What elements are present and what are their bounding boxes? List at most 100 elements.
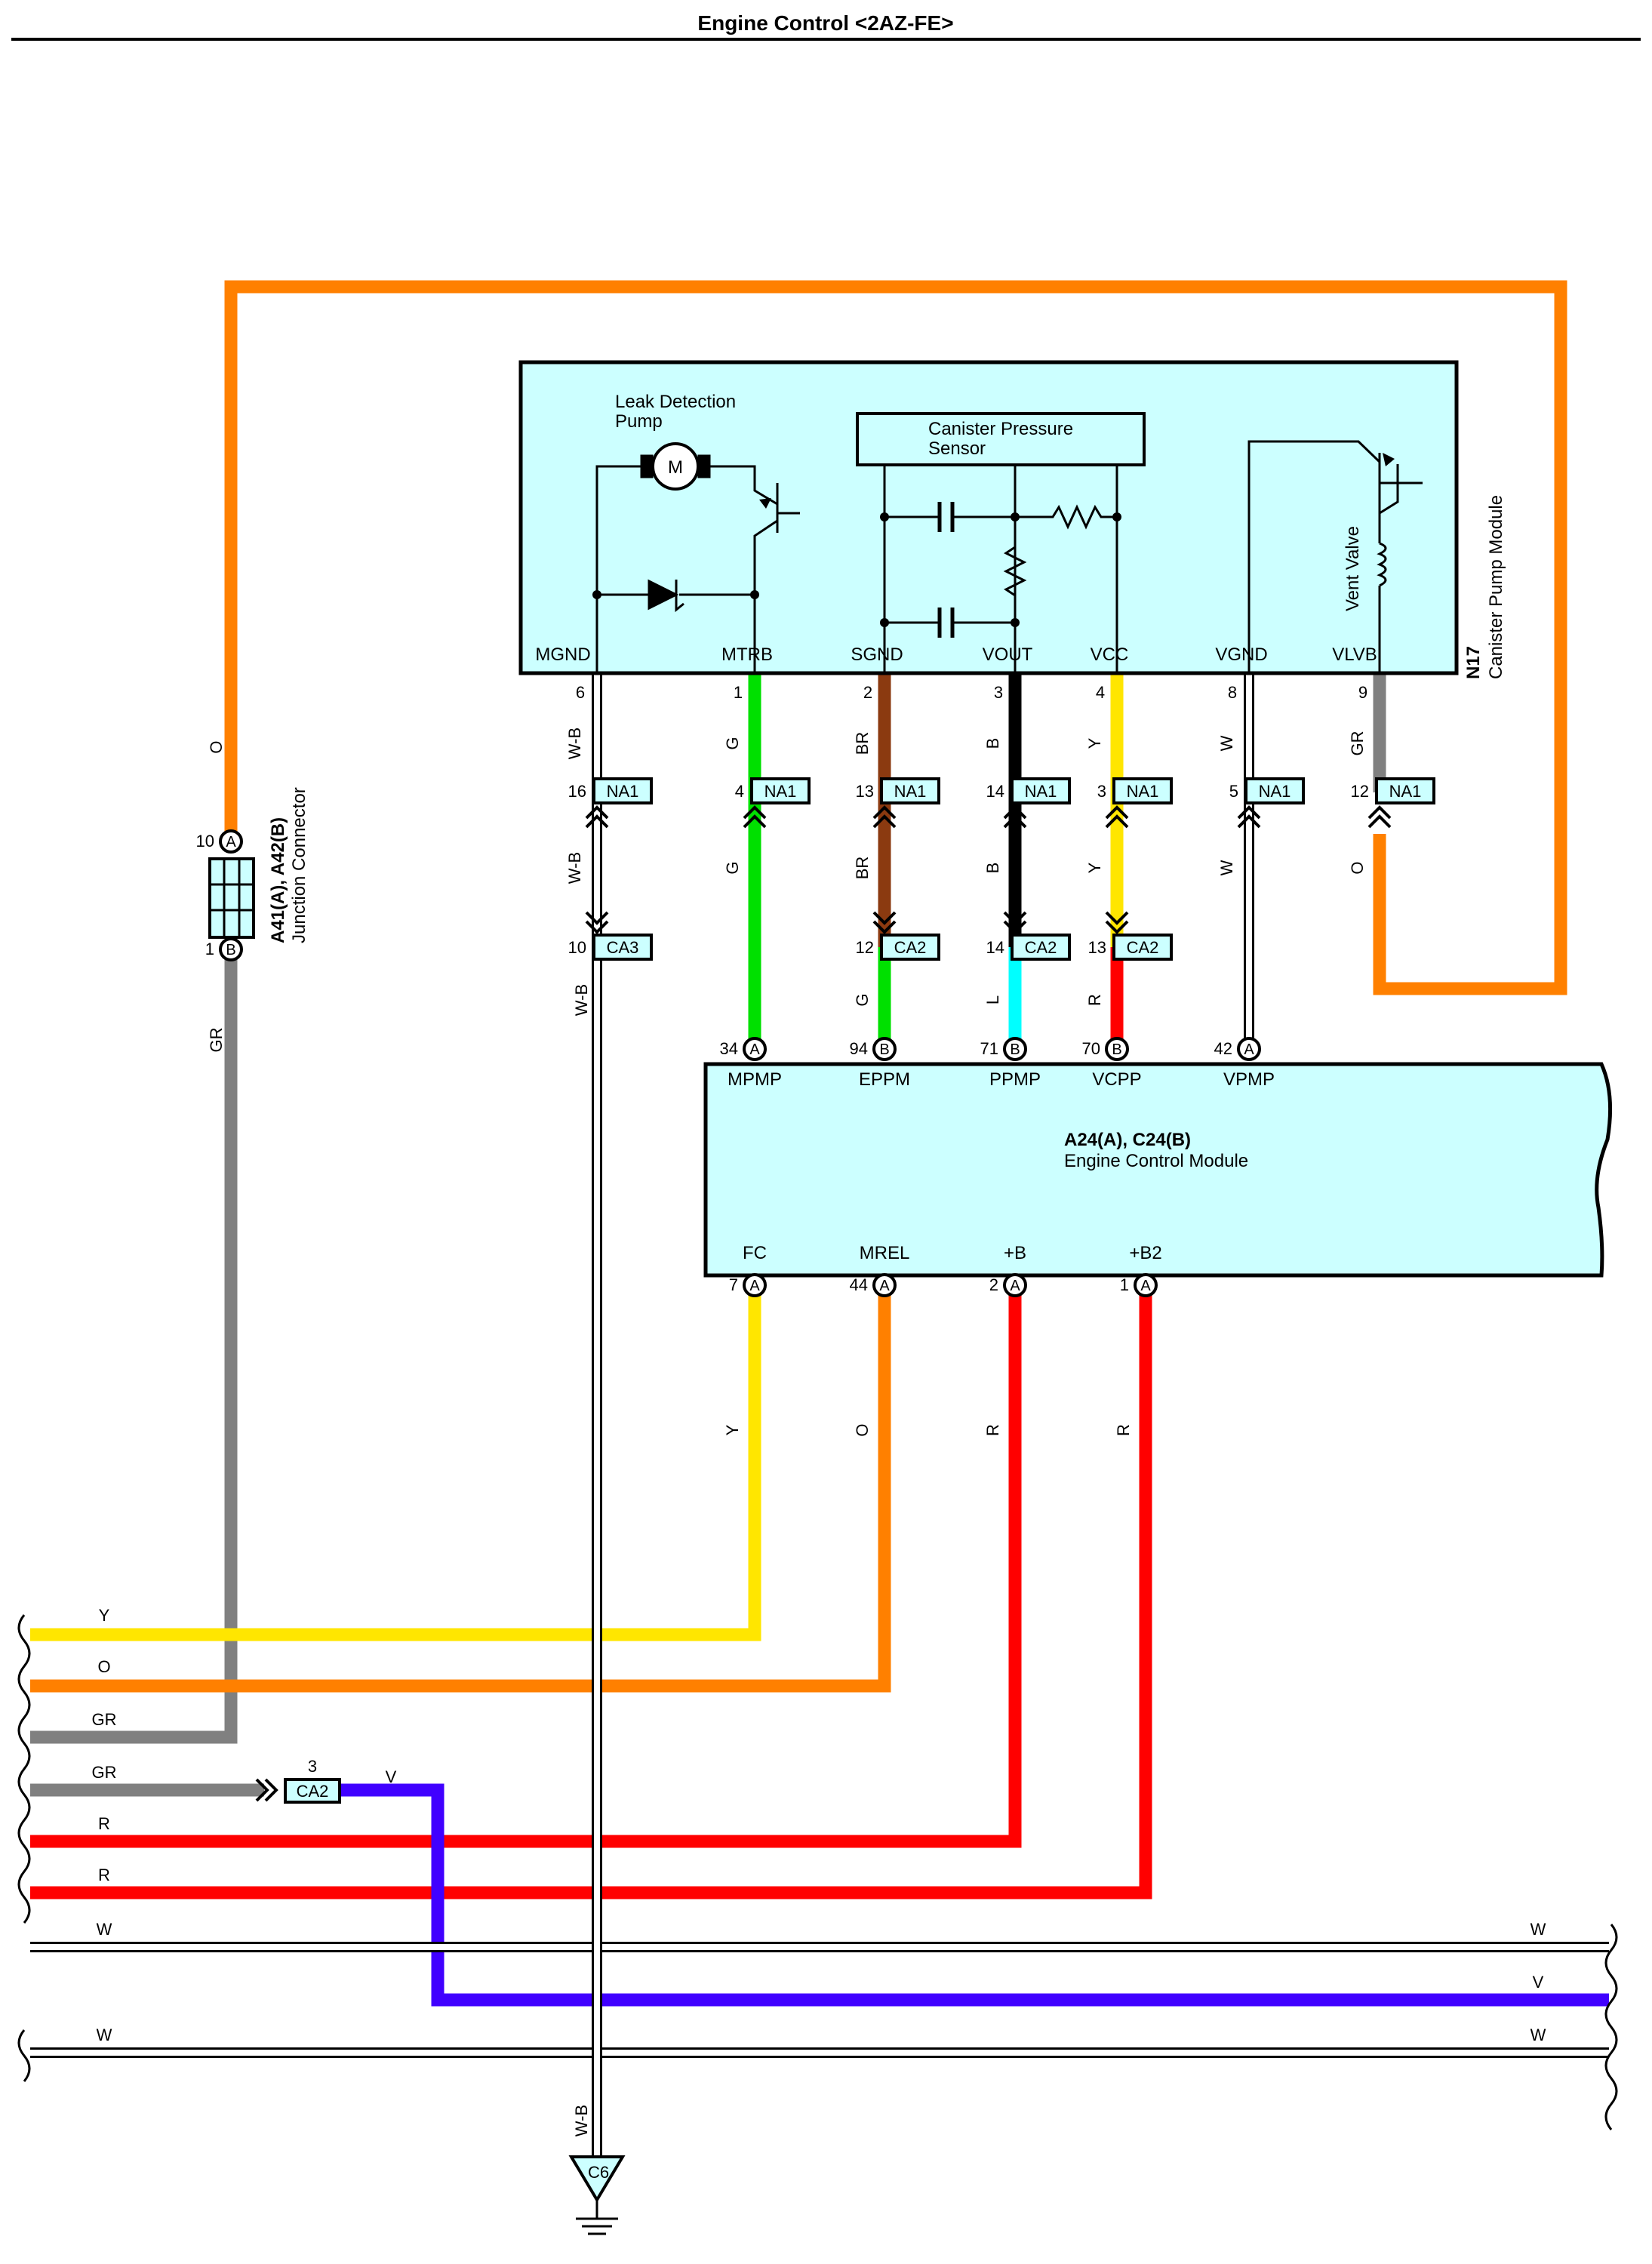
na1-pin-num-6: 12 [1351, 782, 1369, 801]
ecm-bottom-pin-circle [743, 1273, 767, 1297]
break-left-lower [17, 2029, 31, 2082]
wire-red-b [30, 1290, 1022, 1848]
junction-top-conn: A [226, 834, 236, 851]
na1-below-wire-6: O [1348, 861, 1367, 874]
ca-connector-box [880, 934, 940, 961]
ca-connector-box [592, 934, 653, 961]
na1-chevron-5 [1237, 805, 1261, 829]
ecm-bottom-conn-3: A [1140, 1278, 1151, 1294]
na1-pin-num-0: 16 [568, 782, 586, 801]
ecm-top-conn-2: B [1010, 1041, 1020, 1058]
n17-wire-label-4: Y [1085, 737, 1104, 749]
ca-below-wire-3: R [1085, 994, 1104, 1006]
ecm-top-pin-circle [872, 1037, 897, 1061]
na1-pin-num-1: 4 [735, 782, 744, 801]
right-wire-label-2: W [1530, 2026, 1546, 2044]
ecm-top-label-4: VPMP [1223, 1069, 1275, 1090]
ca-below-wire-1: G [853, 993, 872, 1006]
na1-pin-num-2: 13 [856, 782, 874, 801]
wire-gray-junction [30, 947, 238, 1744]
wire-orange-mrel [30, 1290, 891, 1693]
n17-wire-label-3: B [983, 738, 1002, 749]
ecm-bottom-conn-2: A [1010, 1278, 1020, 1294]
n17-pin-label-4: VCC [1091, 644, 1129, 665]
ecm-top-num-0: 34 [720, 1039, 738, 1058]
na1-connector-box [750, 777, 811, 804]
ecm-bottom-num-0: 7 [729, 1275, 738, 1294]
n17-pin-num-2: 2 [863, 683, 872, 702]
ca2-left-connector [255, 1778, 341, 1804]
left-wire-label-0: Y [99, 1606, 110, 1625]
ca-connector-name-3: CA2 [1127, 938, 1159, 957]
sensor-node-4 [880, 618, 889, 627]
ecm-bottom-num-2: 2 [989, 1275, 998, 1294]
ecm-top-num-2: 71 [980, 1039, 998, 1058]
pump-circuit [595, 442, 800, 672]
ca-pin-num-3: 13 [1088, 938, 1106, 957]
left-wire-label-2: GR [92, 1710, 117, 1729]
sensor-node-3 [1112, 512, 1121, 521]
break-left [17, 1614, 31, 1924]
left-wire-label-5: R [98, 1866, 110, 1884]
n17-wire-label-5: W [1217, 735, 1236, 751]
page-title: Engine Control <2AZ-FE> [697, 11, 953, 35]
n17-pins: MGND6W-BMTRB1GSGND2BRVOUT3BVCC4YVGND8WVL… [535, 644, 1377, 759]
ecm-bottom-conn-0: A [749, 1278, 760, 1294]
ecm-top-num-4: 42 [1214, 1039, 1232, 1058]
ecm-top-conn-4: A [1244, 1041, 1254, 1058]
ecm-bottom-pin-circle [1134, 1273, 1158, 1297]
ecm-top-pin-circle [1105, 1037, 1129, 1061]
ecm-name: Engine Control Module [1064, 1151, 1248, 1171]
engine-control-module [703, 1062, 1613, 1278]
right-wire-label-1: V [1533, 1973, 1544, 1992]
sensor-node-5 [1011, 618, 1020, 627]
ca-chevron-1 [872, 911, 897, 934]
n17-pin-label-0: MGND [535, 644, 590, 665]
ca-pin-num-0: 10 [568, 938, 586, 957]
ecm-bottom-num-3: 1 [1120, 1275, 1129, 1294]
na1-connector-box [1112, 777, 1173, 804]
n17-wire-label-6: GR [1348, 731, 1367, 756]
ca2-left-num: 3 [308, 1757, 317, 1776]
n17-wire-label-0: W-B [565, 727, 584, 759]
ecm-bottom-label-1: MREL [860, 1243, 910, 1263]
junction-wire-top: O [207, 740, 226, 753]
na1-connector-name-0: NA1 [607, 782, 639, 801]
wire-violet [340, 1783, 1609, 2007]
junction-bottom-conn: B [226, 942, 235, 958]
break-right [1604, 1924, 1618, 2130]
ca-connector-name-0: CA3 [607, 938, 639, 957]
ecm-top-conn-0: A [749, 1041, 760, 1058]
na1-below-wire-3: B [983, 863, 1002, 874]
n17-ref: N17 [1463, 646, 1484, 679]
ca-connector-box [1112, 934, 1173, 961]
ca-pin-num-2: 14 [986, 938, 1004, 957]
na1-below-wire-2: BR [853, 857, 872, 880]
ecm-top-num-3: 70 [1082, 1039, 1100, 1058]
sensor-label-1: Canister Pressure [928, 419, 1073, 439]
left-wire-label-3: GR [92, 1763, 117, 1782]
ca-connector-name-1: CA2 [894, 938, 927, 957]
n17-pin-num-4: 4 [1096, 683, 1105, 702]
wire-red-b2 [30, 1290, 1152, 1899]
left-wire-label-1: O [97, 1657, 110, 1676]
na1-chevron-0 [585, 805, 609, 829]
leak-pump-label-1: Leak Detection [615, 392, 736, 412]
n17-pin-label-1: MTRB [721, 644, 773, 665]
right-wire-labels: WVW [1530, 1920, 1546, 2044]
junction-name: Junction Connector [289, 787, 309, 943]
ecm-top-num-1: 94 [850, 1039, 868, 1058]
vent-valve-label: Vent Valve [1343, 526, 1363, 611]
na1-connector-box [880, 777, 940, 804]
ecm-top-pin-circle [743, 1037, 767, 1061]
vent-transistor-arrow [1383, 453, 1395, 466]
na1-pin-num-4: 3 [1097, 782, 1106, 801]
na1-connector-name-5: NA1 [1259, 782, 1291, 801]
na1-connector-name-6: NA1 [1389, 782, 1422, 801]
ground-c6 [568, 2155, 626, 2235]
ecm-bottom-num-1: 44 [850, 1275, 868, 1294]
vent-valve-circuit [1247, 440, 1423, 672]
